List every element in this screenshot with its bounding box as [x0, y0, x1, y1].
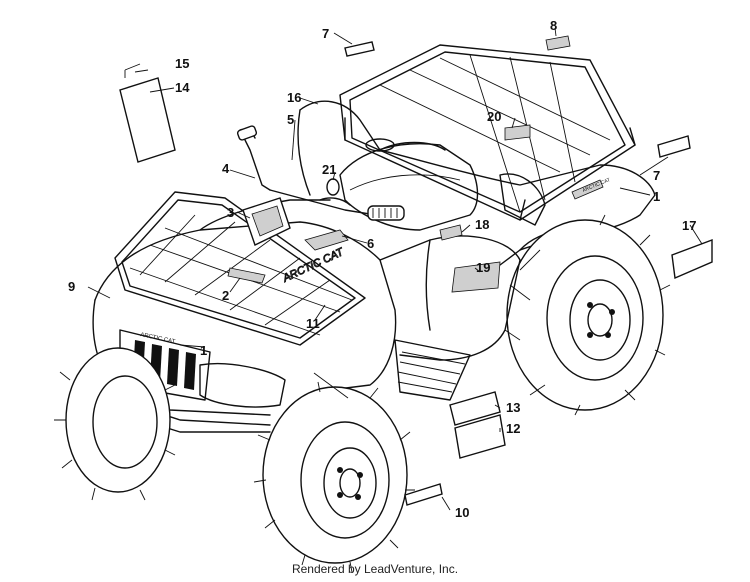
render-credit: Rendered by LeadVenture, Inc. — [291, 562, 459, 576]
callout-4: 4 — [222, 161, 230, 176]
callout-10: 10 — [455, 505, 469, 520]
decal-13 — [449, 391, 501, 426]
callout-18: 18 — [475, 217, 489, 232]
callout-2: 2 — [222, 288, 229, 303]
decal-17 — [671, 238, 713, 280]
callout-21: 21 — [322, 162, 336, 177]
callout-numbers: 15 14 7 8 7 1 17 16 5 4 3 6 18 19 20 21 … — [68, 18, 696, 520]
callout-7-top: 7 — [322, 26, 329, 41]
fender-decal-text: ARCTIC CAT — [582, 177, 612, 194]
callout-13: 13 — [506, 400, 520, 415]
callout-14: 14 — [175, 80, 190, 95]
callout-1-front: 1 — [200, 343, 207, 358]
decal-10 — [404, 483, 443, 506]
callout-20: 20 — [487, 109, 501, 124]
decal-6-arrow — [304, 229, 349, 251]
handlebar — [236, 125, 405, 246]
callout-8: 8 — [550, 18, 557, 33]
rear-rack — [339, 44, 636, 226]
callout-17: 17 — [682, 218, 696, 233]
callout-7-right: 7 — [653, 168, 660, 183]
callout-3: 3 — [227, 205, 234, 220]
callout-16: 16 — [287, 90, 301, 105]
decal-14 — [119, 77, 176, 163]
footwell — [394, 339, 471, 401]
decal-20 — [504, 124, 531, 141]
decal-15 — [124, 63, 141, 78]
front-wheel-left — [54, 347, 176, 501]
rear-wheel-right — [504, 214, 671, 416]
leader-lines — [87, 27, 703, 511]
callout-9: 9 — [68, 279, 75, 294]
callout-15: 15 — [175, 56, 189, 71]
decal-fender-right — [571, 179, 604, 200]
decal-12 — [454, 414, 506, 459]
seat — [339, 143, 479, 231]
decal-8 — [545, 35, 571, 51]
callout-5: 5 — [287, 112, 294, 127]
callout-6: 6 — [367, 236, 374, 251]
decal-7-right — [657, 135, 691, 158]
callout-12: 12 — [506, 421, 520, 436]
decal-19 — [451, 261, 501, 293]
front-rack — [114, 191, 366, 346]
decal-2 — [227, 267, 266, 284]
decal-18 — [439, 224, 463, 241]
callout-19: 19 — [476, 260, 490, 275]
grille-decal-text: ARCTIC CAT — [140, 332, 176, 345]
callout-1-rear: 1 — [653, 189, 660, 204]
callout-11: 11 — [306, 316, 320, 331]
front-wheel-right — [253, 381, 415, 573]
loose-decals — [119, 35, 713, 506]
decal-7-top — [344, 41, 375, 57]
